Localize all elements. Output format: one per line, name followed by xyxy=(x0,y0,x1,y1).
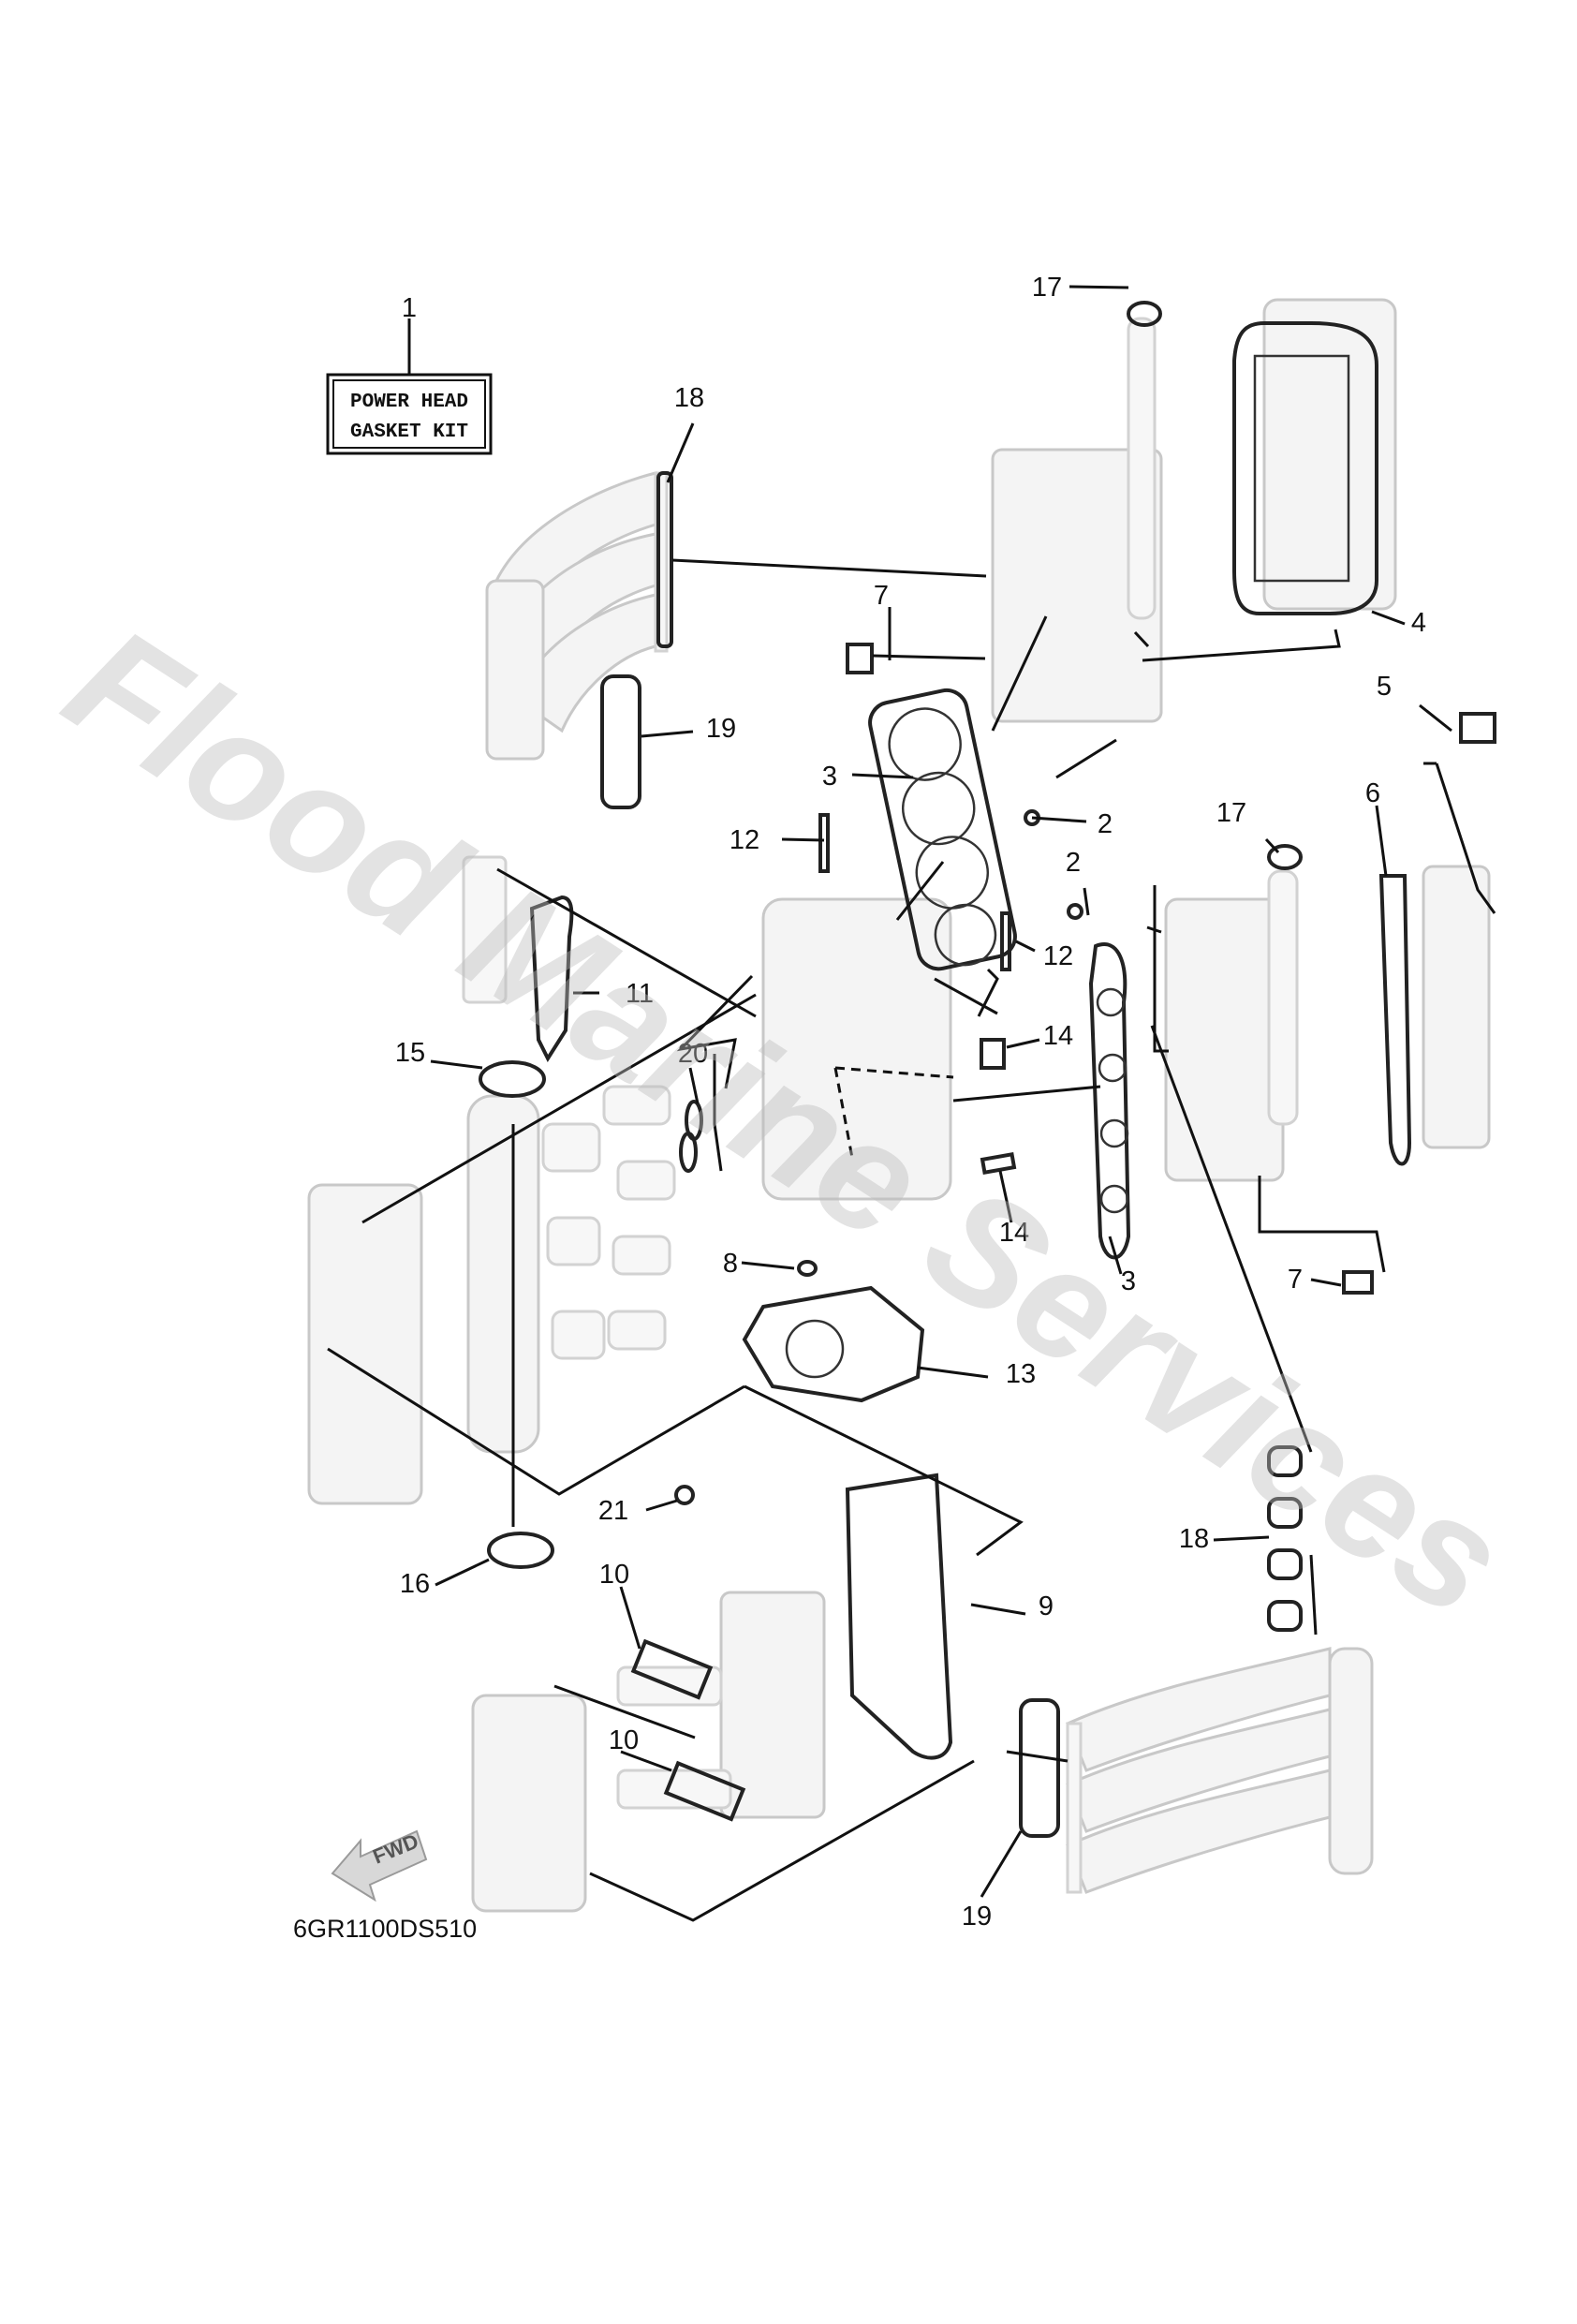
bracket-left-upper xyxy=(462,855,508,1004)
callout-17b: 17 xyxy=(1216,798,1246,828)
camshaft-upper xyxy=(1127,317,1157,620)
fwd-arrow: FWD xyxy=(331,1829,428,1902)
head-gasket-upper xyxy=(868,688,1017,971)
callout-3a: 3 xyxy=(822,762,837,792)
intake-gasket-upper xyxy=(600,674,641,809)
cylinder-head-lower xyxy=(1164,897,1285,1182)
callout-16: 16 xyxy=(400,1569,430,1599)
callout-2a: 2 xyxy=(1098,809,1113,839)
head-gasket-lower xyxy=(1088,942,1131,1260)
callout-14a: 14 xyxy=(1043,1021,1073,1051)
oil-seal-upper xyxy=(479,1060,546,1098)
manifold-gasket-upper xyxy=(656,471,673,648)
dowel-ring xyxy=(797,1260,818,1277)
callout-19a: 19 xyxy=(706,714,736,744)
diagram-code: 6GR1100DS510 xyxy=(293,1915,477,1943)
callout-17a: 17 xyxy=(1032,273,1062,303)
callout-18b: 18 xyxy=(1179,1524,1209,1554)
callout-4: 4 xyxy=(1411,608,1426,638)
side-gasket xyxy=(1378,874,1412,1166)
callout-13: 13 xyxy=(1006,1359,1036,1389)
bracket-small xyxy=(1459,712,1496,744)
clip-lower xyxy=(1342,1270,1374,1295)
callout-leaders xyxy=(407,285,1452,1898)
kit-box-line2: GASKET KIT xyxy=(350,422,468,443)
component-drawings: FWD xyxy=(307,298,1491,1913)
o-ring-upper xyxy=(1127,301,1162,327)
callout-12b: 12 xyxy=(1043,941,1073,971)
callout-2b: 2 xyxy=(1066,848,1081,878)
cover-gasket-lower xyxy=(663,1760,746,1822)
callout-6: 6 xyxy=(1365,778,1380,808)
callout-21: 21 xyxy=(598,1496,628,1526)
callout-20: 20 xyxy=(678,1039,708,1069)
head-cover-right xyxy=(1422,865,1491,1149)
o-ring-small xyxy=(674,1485,695,1505)
callout-3b: 3 xyxy=(1121,1266,1136,1296)
callout-numbers: 1 2 2 3 3 4 5 6 7 7 8 9 10 10 11 12 12 1… xyxy=(395,273,1426,1932)
cylinder-block xyxy=(761,897,952,1201)
callout-10b: 10 xyxy=(609,1725,639,1755)
callout-15: 15 xyxy=(395,1038,425,1068)
o-ring-lower xyxy=(1267,844,1303,870)
callout-7b: 7 xyxy=(1288,1265,1303,1295)
callout-19b: 19 xyxy=(962,1902,992,1932)
gasket-kit-box: POWER HEAD GASKET KIT xyxy=(326,373,493,455)
intake-manifold-lower xyxy=(1066,1647,1374,1894)
exhaust-cover xyxy=(471,1694,587,1913)
callout-12a: 12 xyxy=(730,825,759,855)
dowel-pin-b xyxy=(1000,911,1011,971)
callout-1: 1 xyxy=(402,293,417,323)
seal-small-b xyxy=(1067,903,1083,920)
callout-5: 5 xyxy=(1377,672,1392,702)
head-cover-gasket xyxy=(1232,321,1378,615)
lower-block xyxy=(719,1591,826,1819)
base-gasket xyxy=(742,1285,925,1403)
intake-gasket-lower xyxy=(1019,1698,1060,1838)
gaskets xyxy=(479,301,1496,1838)
manifold-gasket-lower xyxy=(1267,1445,1303,1632)
callout-11: 11 xyxy=(626,979,654,1009)
watermark: Flood Marine Services xyxy=(37,593,1534,1650)
callout-14b: 14 xyxy=(999,1218,1029,1248)
callout-9: 9 xyxy=(1039,1591,1054,1621)
screen-upper xyxy=(980,1038,1006,1070)
crankshaft xyxy=(466,1085,676,1454)
head-cover xyxy=(1262,298,1397,611)
oil-pan-gasket xyxy=(845,1473,953,1760)
callout-8: 8 xyxy=(723,1249,738,1279)
clip-upper xyxy=(846,643,874,674)
assembly-lines xyxy=(327,558,1496,1922)
o-ring-pair-b xyxy=(679,1132,698,1173)
camshaft-lower xyxy=(1267,869,1299,1126)
dowel-pin-a xyxy=(818,813,830,873)
kit-box-line1: POWER HEAD xyxy=(350,392,468,413)
callout-18a: 18 xyxy=(674,383,704,413)
screen-lower xyxy=(980,1152,1017,1175)
cover-gasket-upper xyxy=(630,1638,714,1700)
crankcase xyxy=(307,1183,423,1505)
cover-gasket-left xyxy=(529,895,574,1063)
oil-seal-lower xyxy=(487,1532,554,1569)
callout-7a: 7 xyxy=(874,581,889,611)
cylinder-head-upper xyxy=(991,448,1163,723)
callout-10a: 10 xyxy=(599,1560,629,1590)
